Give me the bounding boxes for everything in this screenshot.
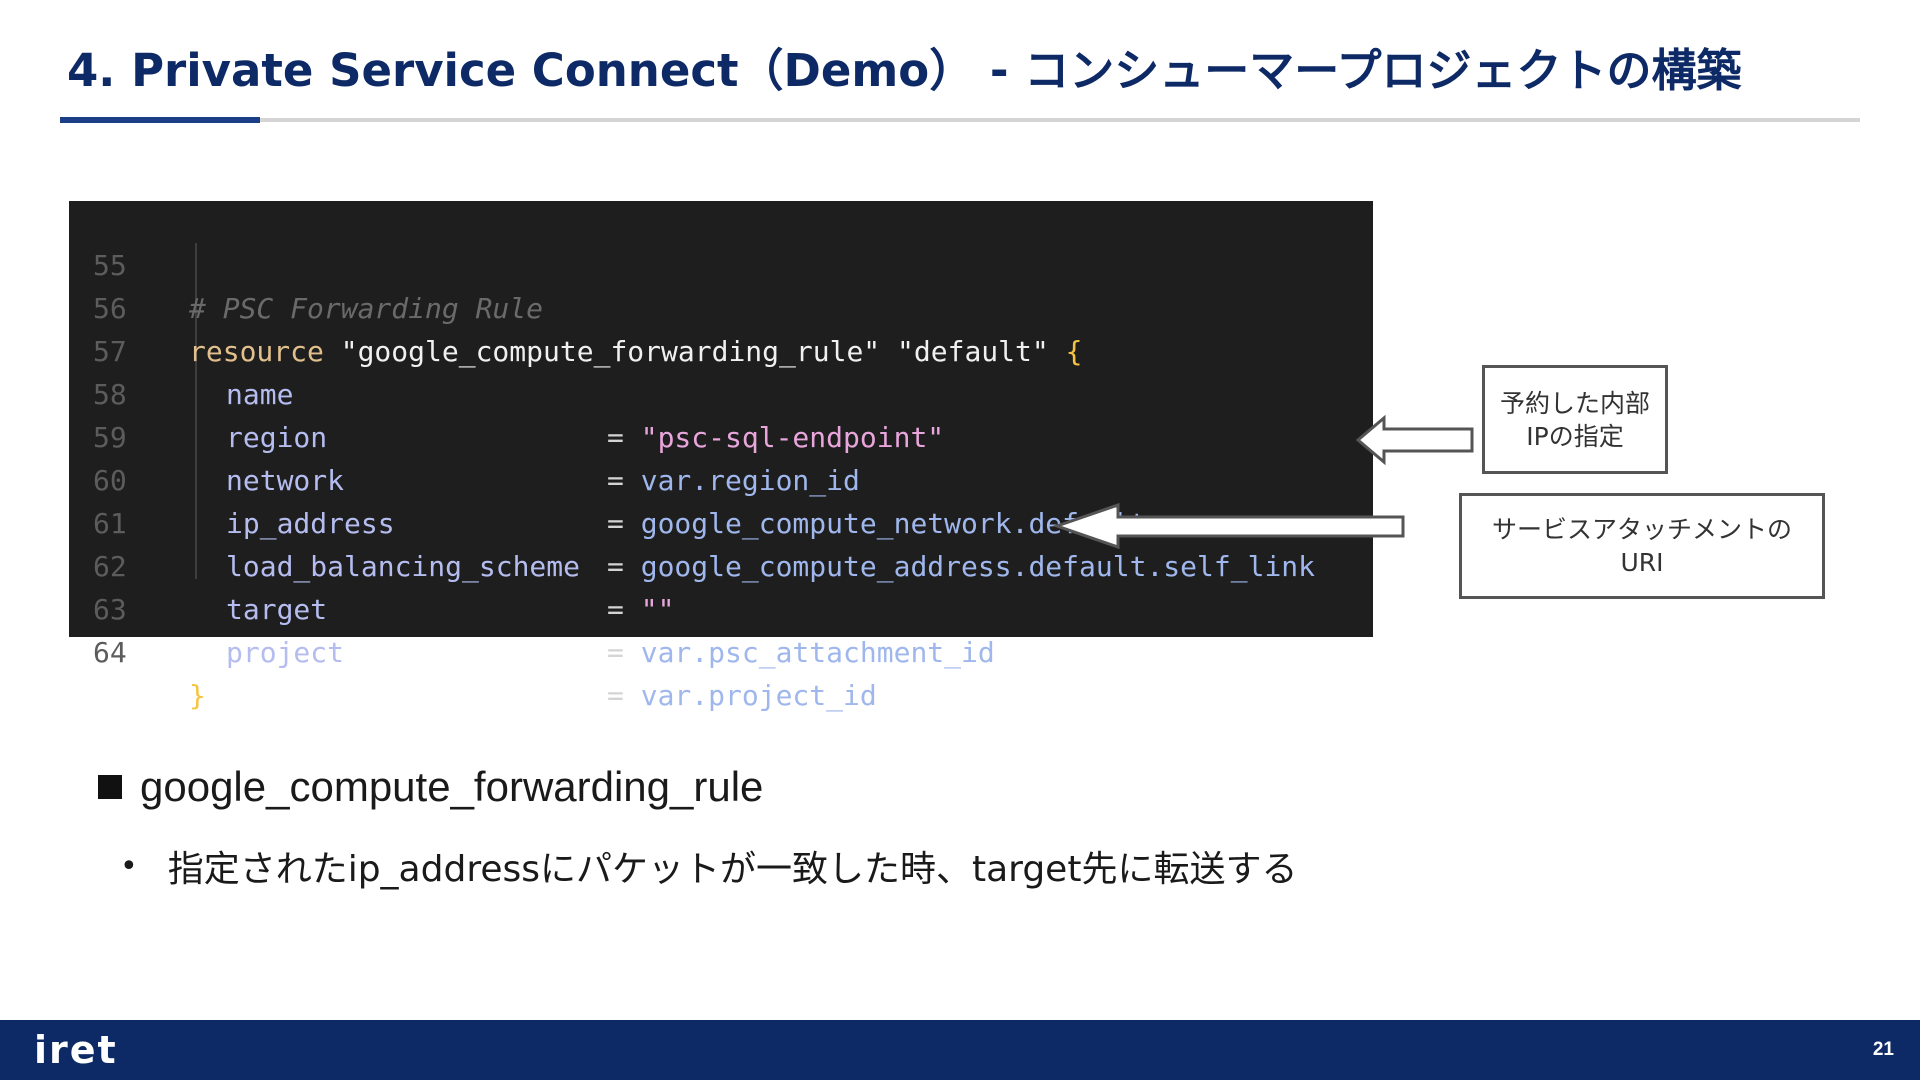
- line-number: 57: [93, 335, 127, 368]
- code-line: 56 resource "google_compute_forwarding_r…: [69, 244, 1082, 368]
- line-number: 55: [93, 249, 127, 282]
- footer-bar: iret 21: [0, 1020, 1920, 1080]
- code-value: var.project_id: [640, 679, 877, 712]
- code-value: "": [640, 593, 675, 626]
- code-value: "psc-sql-endpoint": [640, 421, 945, 454]
- line-number: 60: [93, 464, 127, 497]
- code-attribute: target: [226, 593, 328, 626]
- code-brace: {: [1065, 335, 1083, 368]
- page-number: 21: [1872, 1039, 1894, 1060]
- code-string: "google_compute_forwarding_rule": [340, 335, 881, 368]
- code-line: 57 name = "psc-sql-endpoint": [69, 287, 944, 454]
- code-line: 55 # PSC Forwarding Rule: [69, 201, 543, 325]
- callout-line: URI: [1620, 548, 1664, 577]
- callout-line: IPの指定: [1526, 421, 1624, 451]
- code-operator: =: [607, 593, 624, 626]
- code-value: var.region_id: [640, 464, 860, 497]
- code-line: 64 }: [69, 588, 206, 712]
- line-number: 63: [93, 593, 127, 626]
- line-number: 56: [93, 292, 127, 325]
- code-attribute: name: [226, 378, 294, 411]
- code-line: 58 region = var.region_id: [69, 330, 860, 497]
- square-bullet-icon: [98, 775, 122, 799]
- code-value: google_compute_address.default.self_link: [640, 550, 1316, 583]
- callout-line: 予約した内部: [1499, 388, 1650, 418]
- code-screenshot: 55 # PSC Forwarding Rule 56 resource "go…: [69, 201, 1373, 712]
- indent-guide: [195, 243, 197, 579]
- code-operator: =: [607, 636, 624, 669]
- code-line: 61 load_balancing_scheme = "": [69, 459, 674, 626]
- line-number: 58: [93, 378, 127, 411]
- code-line: 62 target = var.psc_attachment_id: [69, 502, 995, 669]
- code-attribute: ip_address: [226, 507, 395, 540]
- bullet-heading: google_compute_forwarding_rule: [98, 763, 763, 811]
- title-underline: [60, 118, 1860, 122]
- code-keyword: resource: [189, 335, 324, 368]
- company-logo: iret: [34, 1028, 118, 1072]
- code-operator: =: [607, 464, 624, 497]
- code-brace: }: [189, 679, 206, 712]
- code-line: 59 network = google_compute_network.defa…: [69, 373, 1231, 540]
- code-operator: =: [607, 507, 624, 540]
- code-attribute: region: [226, 421, 328, 454]
- code-comment: # PSC Forwarding Rule: [189, 292, 544, 325]
- bullet-item: • 指定されたip_addressにパケットが一致した時、target先に転送す…: [120, 840, 1297, 892]
- arrow-left-icon: [1355, 414, 1474, 466]
- code-operator: =: [607, 550, 624, 583]
- slide-title: 4. Private Service Connect（Demo） - コンシュー…: [67, 44, 1742, 97]
- code-attribute: load_balancing_scheme: [226, 550, 581, 583]
- line-number: 62: [93, 550, 127, 583]
- title-underline-accent: [60, 117, 260, 123]
- code-string: "default": [897, 335, 1049, 368]
- code-line: 60 ip_address = google_compute_address.d…: [69, 416, 1315, 583]
- code-value: var.psc_attachment_id: [640, 636, 995, 669]
- code-value: google_compute_network.default.name: [640, 507, 1231, 540]
- line-number: 61: [93, 507, 127, 540]
- code-operator: =: [607, 679, 624, 712]
- callout-service-attachment: サービスアタッチメントの URI: [1459, 493, 1825, 599]
- code-line: 63 project = var.project_id: [69, 545, 877, 712]
- code-operator: =: [607, 421, 624, 454]
- code-attribute: project: [226, 636, 345, 669]
- dot-bullet-icon: •: [120, 848, 138, 884]
- callout-line: サービスアタッチメントの: [1491, 515, 1792, 544]
- bullet-item-text: 指定されたip_addressにパケットが一致した時、target先に転送する: [167, 849, 1298, 890]
- line-number: 64: [93, 636, 127, 669]
- line-number: 59: [93, 421, 127, 454]
- bullet-heading-text: google_compute_forwarding_rule: [140, 763, 764, 810]
- callout-reserved-ip: 予約した内部 IPの指定: [1482, 365, 1668, 474]
- code-attribute: network: [226, 464, 345, 497]
